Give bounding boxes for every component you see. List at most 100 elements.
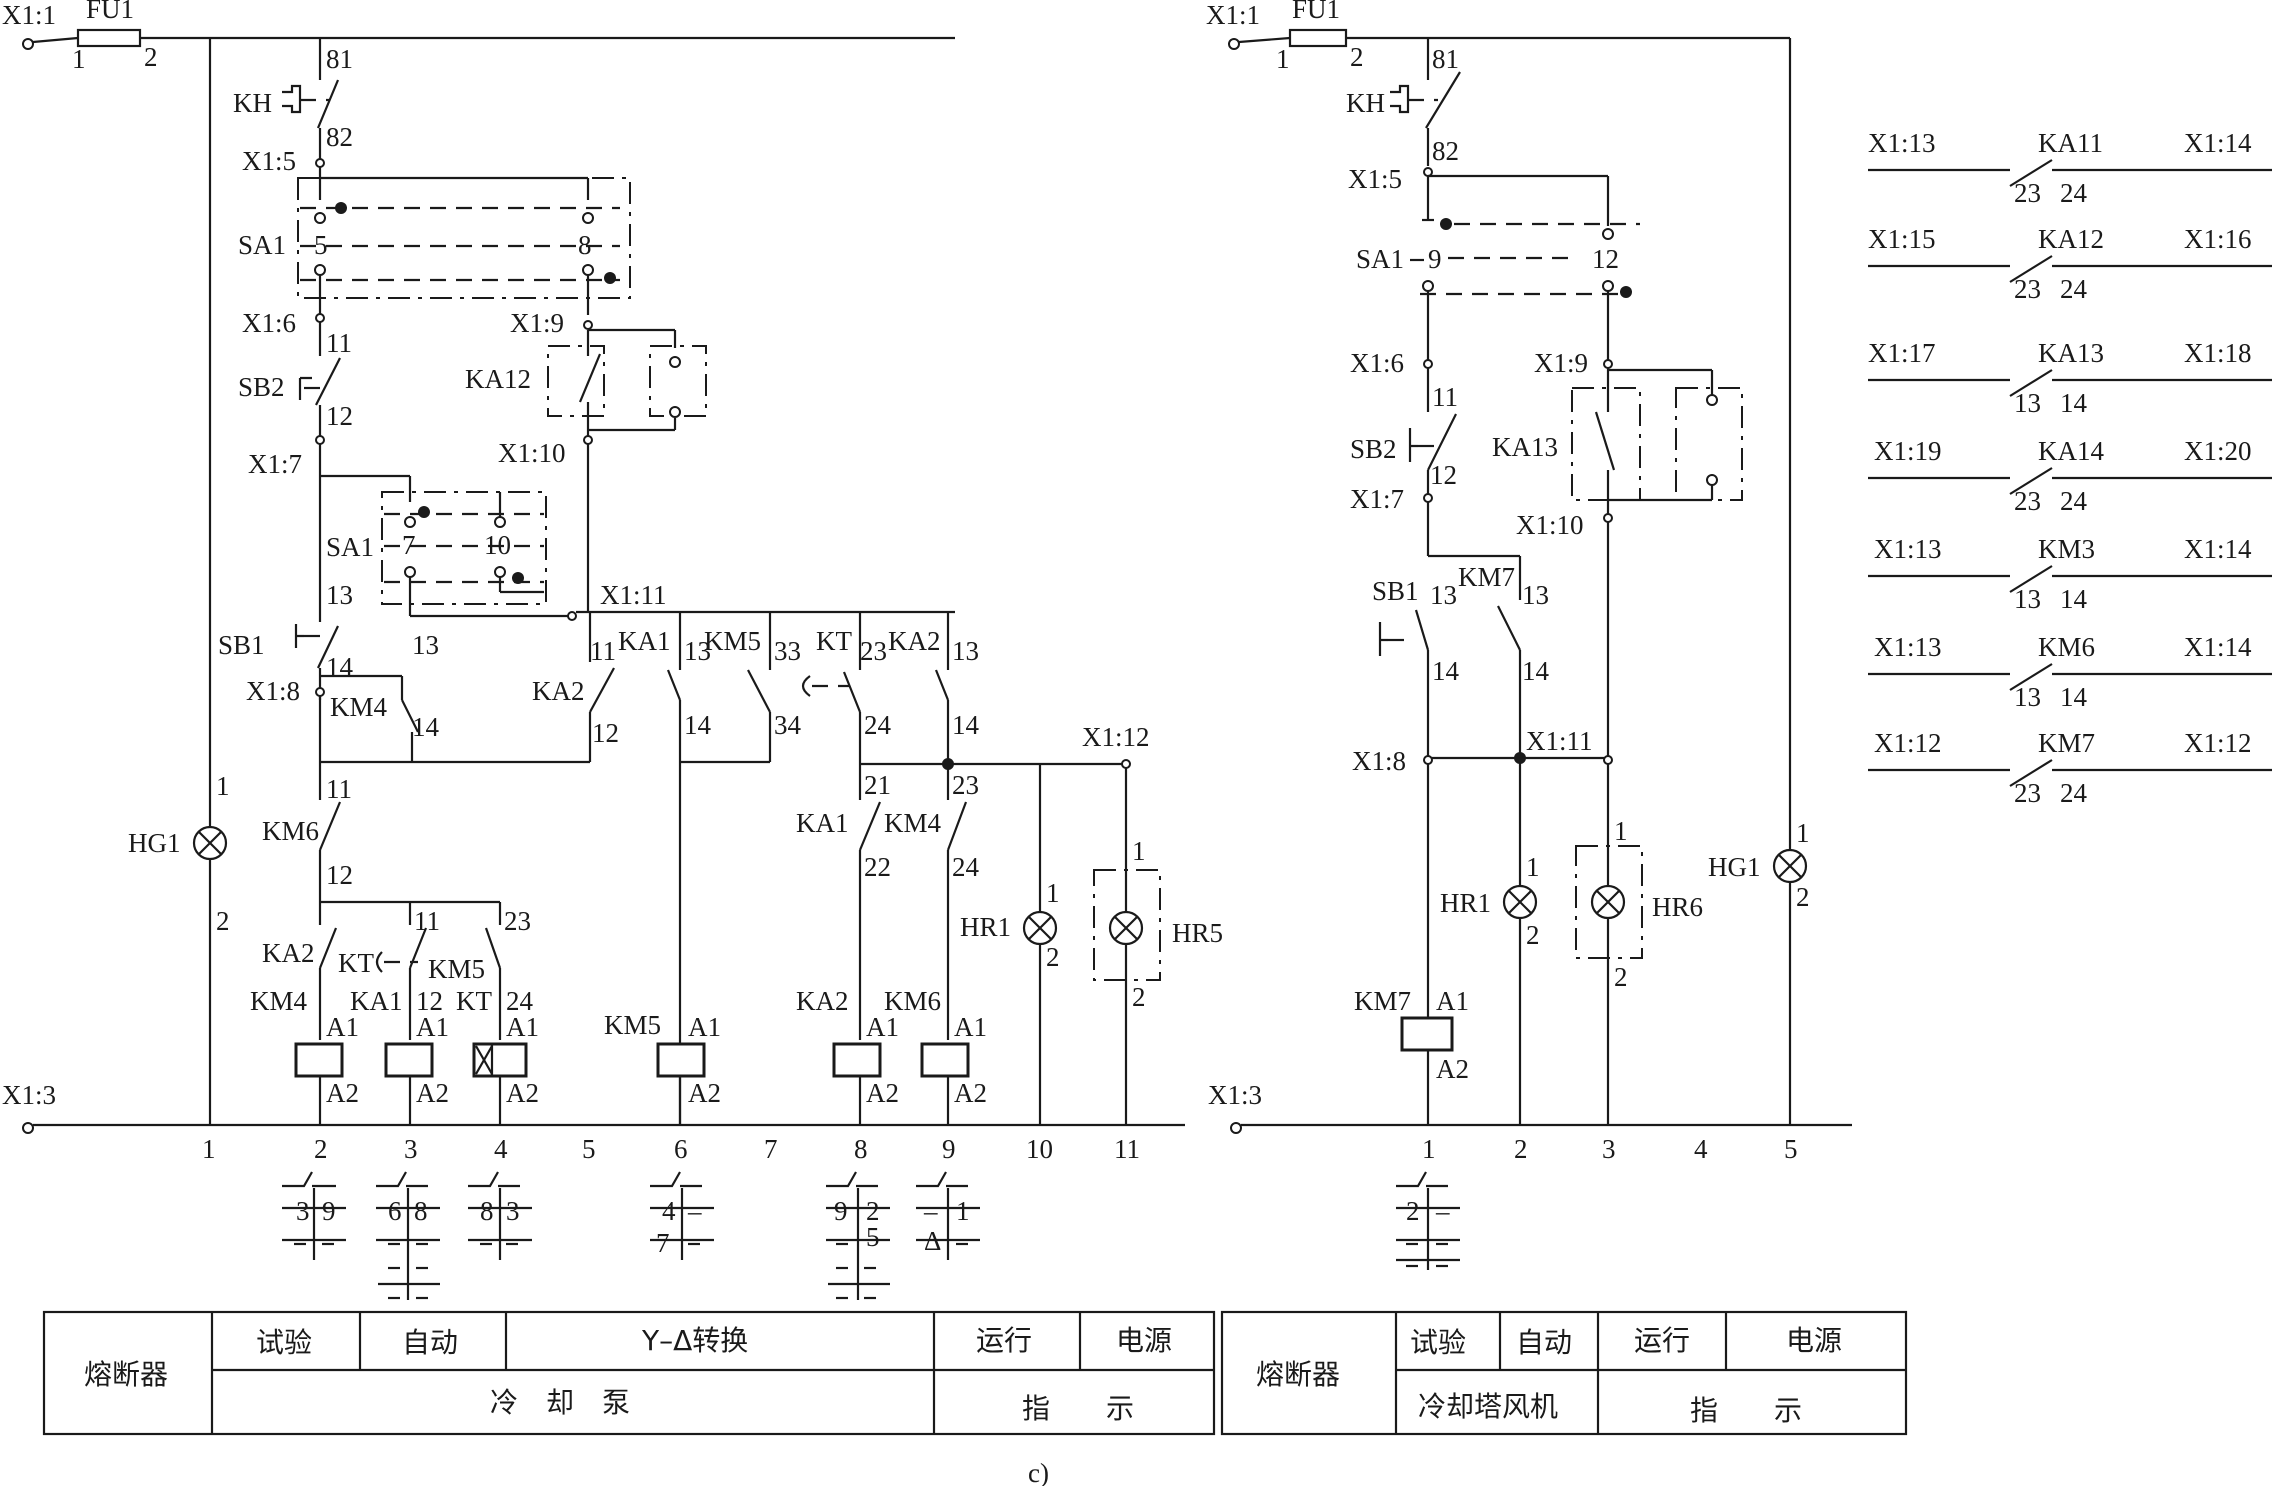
- ka2-mid-name: KA2: [888, 626, 941, 656]
- remote-right-terminal: X1:18: [2184, 338, 2252, 368]
- svg-text:8: 8: [414, 1196, 428, 1226]
- hr5-name: HR5: [1172, 918, 1223, 948]
- hr1-right-name: HR1: [1440, 888, 1491, 918]
- coil-kt: A1 A2: [472, 1012, 539, 1108]
- svg-text:A1: A1: [416, 1012, 449, 1042]
- left-table-fuse: 熔断器: [84, 1358, 168, 1391]
- right-circuit: X1:1 FU1 1 2 81 KH 82 X1:5 SA1 9 12: [1206, 0, 1852, 1270]
- right-table-fuse: 熔断器: [1256, 1358, 1340, 1391]
- left-table-power: 电源: [1116, 1324, 1172, 1357]
- remote-pin-a: 13: [2014, 584, 2041, 614]
- sa1-left-lower-box: [381, 491, 547, 605]
- remote-pin-b: 14: [2060, 584, 2088, 614]
- ka13-name: KA13: [1492, 432, 1558, 462]
- left-column-numbers: 1 2 3 4 5 6 7 8 9 10 11: [202, 1134, 1140, 1164]
- hr5-box: [1093, 869, 1161, 981]
- svg-text:3: 3: [404, 1134, 418, 1164]
- remote-contact-blade: [2009, 565, 2053, 593]
- kh-right-bottom: 82: [1432, 136, 1459, 166]
- coil-ka1: A1 A2: [384, 1012, 449, 1108]
- svg-text:9: 9: [834, 1196, 848, 1226]
- svg-text:2: 2: [314, 1134, 328, 1164]
- coil-km6: A1 A2: [920, 1012, 987, 1108]
- right-table-auto: 自动: [1516, 1326, 1572, 1359]
- remote-left-terminal: X1:13: [1874, 632, 1942, 662]
- kh-right-name: KH: [1346, 88, 1385, 118]
- remote-relay-name: KA12: [2038, 224, 2104, 254]
- hr6-lamp: [1590, 884, 1626, 920]
- ka2-mid-bottom: 14: [952, 710, 980, 740]
- left-x10-label: X1:10: [498, 438, 566, 468]
- kh-left-top: 81: [326, 44, 353, 74]
- right-x6-label: X1:6: [1350, 348, 1404, 378]
- right-x7-label: X1:7: [1350, 484, 1404, 514]
- xref-ka1: 6 8: [376, 1171, 440, 1300]
- hr1-lamp-right: [1502, 884, 1538, 920]
- right-x5-label: X1:5: [1348, 164, 1402, 194]
- ka2-top-name: KA2: [532, 676, 585, 706]
- km6-contact-bottom: 12: [326, 860, 353, 890]
- sa1-left-name: SA1: [238, 230, 286, 260]
- remote-left-terminal: X1:12: [1874, 728, 1942, 758]
- left-x5-label: X1:5: [242, 146, 296, 176]
- hr6-name: HR6: [1652, 892, 1703, 922]
- xref-km6: – 1 Δ: [916, 1171, 980, 1260]
- svg-text:A2: A2: [416, 1078, 449, 1108]
- right-column-numbers: 1 2 3 4 5: [1422, 1134, 1798, 1164]
- sa1-left-pos5: 5: [314, 230, 328, 260]
- hr6-p2: 2: [1614, 962, 1628, 992]
- hg1-lamp-left: [192, 825, 228, 861]
- remote-right-terminal: X1:14: [2184, 534, 2252, 564]
- sa1-right-pos12: 12: [1592, 244, 1619, 274]
- kt-low-name: KT: [338, 948, 374, 978]
- km7-contact-bottom: 14: [1522, 656, 1550, 686]
- svg-text:5: 5: [866, 1222, 880, 1252]
- svg-text:A1: A1: [326, 1012, 359, 1042]
- hg1-left-p1: 1: [216, 771, 230, 801]
- right-fuse-pin2: 2: [1350, 42, 1364, 72]
- hr1-left-p1: 1: [1046, 878, 1060, 908]
- left-fuse-pin2: 2: [144, 42, 158, 72]
- right-function-table: 熔断器 试验 自动 运行 电源 冷却塔风机 指 示: [1220, 1310, 1908, 1436]
- svg-text:2: 2: [1406, 1196, 1420, 1226]
- right-fuse-name: FU1: [1292, 0, 1340, 24]
- hr1-right-p1: 1: [1526, 852, 1540, 882]
- svg-text:3: 3: [1602, 1134, 1616, 1164]
- kh-left-contact: [316, 70, 340, 160]
- svg-text:3: 3: [296, 1196, 310, 1226]
- coil-km6-name: KM6: [884, 986, 941, 1016]
- right-supply-bottom-label: X1:3: [1208, 1080, 1262, 1110]
- svg-text:A2: A2: [1436, 1054, 1469, 1084]
- ka2-mid-top: 13: [952, 636, 979, 666]
- hr5-p2: 2: [1132, 982, 1146, 1012]
- hg1-right-p1: 1: [1796, 818, 1810, 848]
- svg-text:5: 5: [1784, 1134, 1798, 1164]
- coil-km5-name: KM5: [604, 1010, 661, 1040]
- right-fuse-symbol: [1288, 28, 1348, 48]
- svg-text:A1: A1: [688, 1012, 721, 1042]
- remote-pin-a: 23: [2014, 178, 2041, 208]
- svg-text:A2: A2: [688, 1078, 721, 1108]
- left-fuse-symbol: [76, 28, 142, 48]
- remote-left-terminal: X1:13: [1868, 128, 1936, 158]
- hg1-right-p2: 2: [1796, 882, 1810, 912]
- hr5-lamp: [1108, 910, 1144, 946]
- km4-low-name: KM4: [884, 808, 942, 838]
- right-x10-label: X1:10: [1516, 510, 1584, 540]
- remote-pin-a: 13: [2014, 388, 2041, 418]
- remote-pin-b: 24: [2060, 178, 2088, 208]
- right-x9-label: X1:9: [1534, 348, 1588, 378]
- svg-text:5: 5: [582, 1134, 596, 1164]
- hr1-lamp-left: [1022, 910, 1058, 946]
- kt-top-bottom: 24: [864, 710, 892, 740]
- svg-text:10: 10: [1026, 1134, 1053, 1164]
- remote-pin-b: 24: [2060, 274, 2088, 304]
- left-circuit: X1:1 FU1 1 2 HG1 1 2 81 KH 82 X1:5: [2, 0, 1223, 1300]
- svg-text:A2: A2: [506, 1078, 539, 1108]
- figure-caption: c): [1028, 1458, 1049, 1486]
- km5-top-bottom: 34: [774, 710, 802, 740]
- hr6-box: [1575, 845, 1643, 959]
- sb1-right-name: SB1: [1372, 576, 1419, 606]
